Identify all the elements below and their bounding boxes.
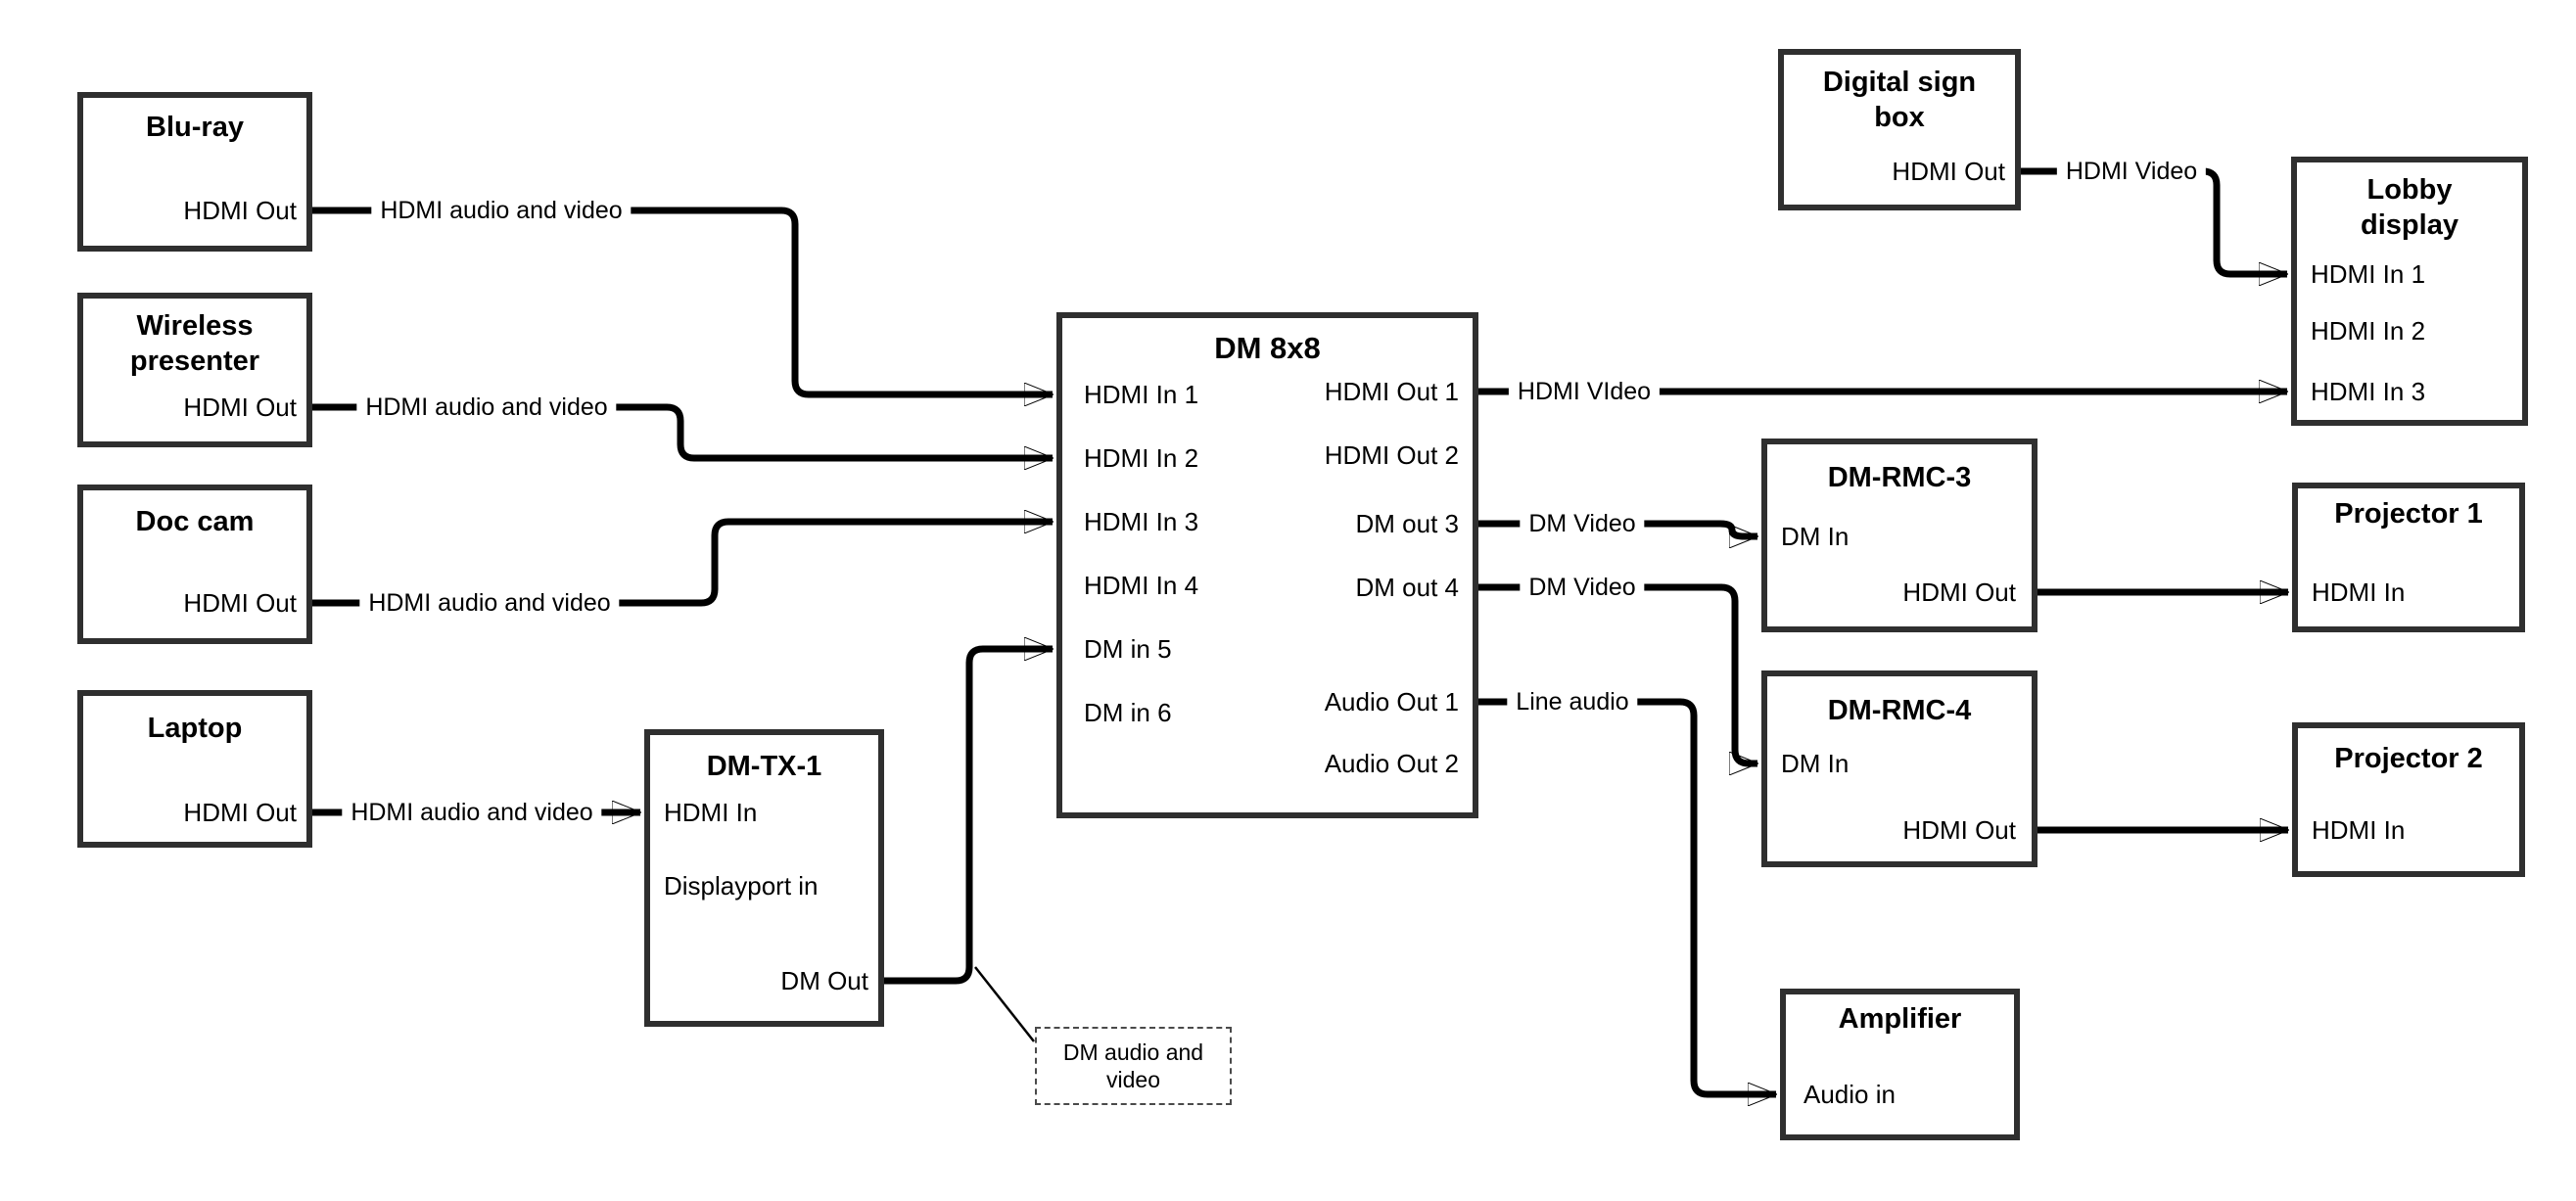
wireless-presenter-port-hdmi-out: HDMI Out <box>183 393 297 422</box>
node-projector-1: Projector 1 HDMI In <box>2292 483 2525 632</box>
node-wireless-presenter: Wireless presenter HDMI Out <box>77 293 312 447</box>
amplifier-title: Amplifier <box>1838 1003 1962 1035</box>
blu-ray-port-hdmi-out: HDMI Out <box>183 196 297 225</box>
node-lobby-display: Lobby display HDMI In 1 HDMI In 2 HDMI I… <box>2291 157 2528 426</box>
dm-rmc-3-port-hdmi-out: HDMI Out <box>1902 577 2016 607</box>
dm-rmc-4-port-hdmi-out: HDMI Out <box>1902 815 2016 845</box>
projector-2-title: Projector 2 <box>2334 743 2483 774</box>
node-dm-8x8: DM 8x8 HDMI In 1 HDMI In 2 HDMI In 3 HDM… <box>1056 312 1478 818</box>
dm-rmc-4-port-dm-in: DM In <box>1781 749 1850 778</box>
lobby-display-port-hdmi-in-2: HDMI In 2 <box>2311 316 2426 346</box>
dm-8x8-port-hdmi-out-2: HDMI Out 2 <box>1324 440 1459 470</box>
dm-tx-1-title: DM-TX-1 <box>706 751 822 782</box>
edge-dm8x8-dm-out-4-to-rmc4-dm-in <box>1478 583 1757 763</box>
edge-dm8x8-audio-out-1-to-amplifier <box>1478 698 1776 1094</box>
node-blu-ray: Blu-ray HDMI Out <box>77 92 312 252</box>
node-dm-rmc-4: DM-RMC-4 DM In HDMI Out <box>1761 670 2037 867</box>
annotation-leader-line <box>974 966 1035 1042</box>
dm-8x8-port-hdmi-in-1: HDMI In 1 <box>1084 380 1199 409</box>
edge-dm8x8-dm-out-3-to-rmc3-dm-in <box>1478 520 1757 536</box>
edge-label-digital-sign: HDMI Video <box>2056 157 2207 186</box>
node-doc-cam: Doc cam HDMI Out <box>77 485 312 644</box>
lobby-display-port-hdmi-in-1: HDMI In 1 <box>2311 259 2426 289</box>
wireless-presenter-title: Wireless presenter <box>129 310 260 377</box>
laptop-port-hdmi-out: HDMI Out <box>183 798 297 827</box>
dm-tx-1-port-dm-out: DM Out <box>780 966 868 995</box>
edge-label-dm-out-4: DM Video <box>1520 573 1645 602</box>
dm-8x8-port-dm-out-3: DM out 3 <box>1355 509 1460 538</box>
lobby-display-port-hdmi-in-3: HDMI In 3 <box>2311 377 2426 406</box>
edge-label-hdmi-out-1: HDMI VIdeo <box>1508 377 1661 406</box>
doc-cam-title: Doc cam <box>135 506 255 537</box>
digital-sign-box-port-hdmi-out: HDMI Out <box>1892 157 2005 186</box>
doc-cam-port-hdmi-out: HDMI Out <box>183 588 297 618</box>
annotation-text: DM audio and video <box>1062 1039 1204 1092</box>
dm-rmc-4-title: DM-RMC-4 <box>1827 695 1972 726</box>
dm-8x8-port-hdmi-in-4: HDMI In 4 <box>1084 571 1199 600</box>
node-amplifier: Amplifier Audio in <box>1780 989 2020 1140</box>
node-laptop: Laptop HDMI Out <box>77 690 312 848</box>
laptop-title: Laptop <box>147 713 243 744</box>
node-digital-sign-box: Digital sign box HDMI Out <box>1778 49 2021 210</box>
dm-8x8-port-hdmi-in-3: HDMI In 3 <box>1084 507 1199 536</box>
node-projector-2: Projector 2 HDMI In <box>2292 722 2525 877</box>
edge-doccam-to-dm8x8-hdmi-in-3 <box>312 522 1053 607</box>
projector-1-title: Projector 1 <box>2334 498 2483 530</box>
dm-8x8-port-dm-out-4: DM out 4 <box>1355 573 1460 602</box>
edge-bluray-to-dm8x8-hdmi-in-1 <box>312 207 1053 394</box>
dm-tx-1-port-displayport-in: Displayport in <box>664 871 819 901</box>
edge-dmtx1-dm-out-to-dm8x8-dm-in-5 <box>884 649 1053 985</box>
dm-8x8-port-dm-in-6: DM in 6 <box>1084 698 1172 727</box>
dm-8x8-port-dm-in-5: DM in 5 <box>1084 634 1172 664</box>
dm-tx-1-port-hdmi-in: HDMI In <box>664 798 758 827</box>
dm-rmc-3-title: DM-RMC-3 <box>1827 462 1972 493</box>
node-dm-tx-1: DM-TX-1 HDMI In Displayport in DM Out <box>644 729 884 1027</box>
dm-8x8-port-audio-out-2: Audio Out 2 <box>1324 749 1459 778</box>
edge-label-wireless: HDMI audio and video <box>356 393 617 422</box>
edge-label-bluray: HDMI audio and video <box>371 196 632 225</box>
edge-digital-sign-to-lobby-hdmi-in-1 <box>2021 167 2287 274</box>
digital-sign-box-title: Digital sign box <box>1822 67 1977 133</box>
edge-label-doccam: HDMI audio and video <box>359 588 620 618</box>
lobby-display-title: Lobby display <box>2361 174 2459 241</box>
dm-8x8-port-hdmi-in-2: HDMI In 2 <box>1084 443 1199 473</box>
dm-8x8-title: DM 8x8 <box>1214 331 1321 365</box>
edge-label-laptop: HDMI audio and video <box>342 798 602 827</box>
dm-8x8-port-audio-out-1: Audio Out 1 <box>1324 687 1459 716</box>
amplifier-port-audio-in: Audio in <box>1803 1080 1896 1109</box>
projector-1-port-hdmi-in: HDMI In <box>2312 577 2406 607</box>
edge-wireless-to-dm8x8-hdmi-in-2 <box>312 403 1053 458</box>
edge-label-line-audio: Line audio <box>1507 687 1638 716</box>
dm-8x8-port-hdmi-out-1: HDMI Out 1 <box>1324 377 1459 406</box>
node-dm-rmc-3: DM-RMC-3 DM In HDMI Out <box>1761 439 2037 632</box>
edge-label-dm-out-3: DM Video <box>1520 509 1645 538</box>
projector-2-port-hdmi-in: HDMI In <box>2312 815 2406 845</box>
blu-ray-title: Blu-ray <box>146 112 244 143</box>
annotation-dm-audio-video: DM audio and video <box>1035 1027 1232 1105</box>
dm-rmc-3-port-dm-in: DM In <box>1781 522 1850 551</box>
